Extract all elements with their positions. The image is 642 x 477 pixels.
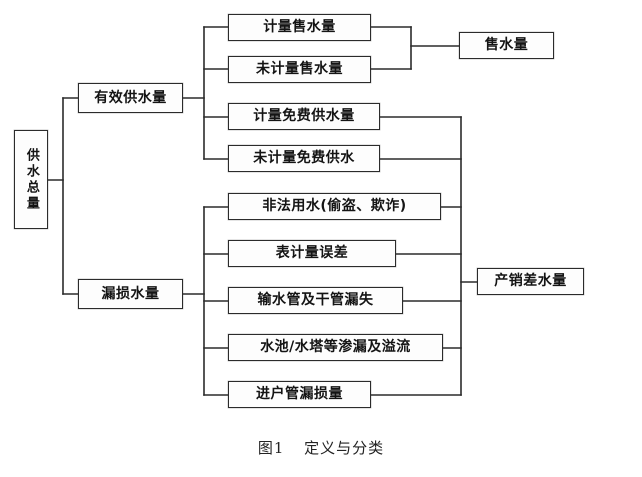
node-nrw-water[interactable]: 产销差水量	[477, 268, 584, 295]
node-sold-water[interactable]: 售水量	[459, 32, 554, 59]
node-service-pipe-loss[interactable]: 进户管漏损量	[228, 381, 371, 408]
figure-caption-title: 定义与分类	[304, 439, 385, 457]
node-illegal-use-label: 非法用水(偷盗、欺诈)	[262, 198, 407, 215]
node-illegal-use[interactable]: 非法用水(偷盗、欺诈)	[228, 193, 441, 220]
node-total-supply-label: 供水总量	[23, 147, 39, 212]
node-meter-error-label: 表计量误差	[275, 245, 349, 262]
node-unmetered-free-label: 未计量免费供水	[253, 150, 355, 167]
node-metered-free-label: 计量免费供水量	[253, 108, 355, 125]
node-loss-water-label: 漏损水量	[101, 285, 160, 302]
node-tank-tower-leak[interactable]: 水池/水塔等渗漏及溢流	[228, 334, 443, 361]
node-nrw-water-label: 产销差水量	[494, 273, 567, 290]
node-unmetered-sold-label: 未计量售水量	[256, 61, 343, 78]
node-metered-sold-label: 计量售水量	[263, 19, 336, 36]
node-meter-error[interactable]: 表计量误差	[228, 240, 396, 267]
figure-caption: 图1 定义与分类	[0, 437, 642, 458]
node-main-pipe-leak[interactable]: 输水管及干管漏失	[228, 287, 403, 314]
node-loss-water[interactable]: 漏损水量	[78, 279, 183, 309]
figure-caption-label: 图1	[257, 439, 285, 457]
node-sold-water-label: 售水量	[484, 37, 529, 54]
node-metered-sold[interactable]: 计量售水量	[228, 14, 371, 41]
node-metered-free[interactable]: 计量免费供水量	[228, 103, 380, 130]
node-effective-supply[interactable]: 有效供水量	[78, 83, 183, 113]
node-service-pipe-loss-label: 进户管漏损量	[256, 386, 343, 403]
node-unmetered-sold[interactable]: 未计量售水量	[228, 56, 371, 83]
node-main-pipe-leak-label: 输水管及干管漏失	[257, 292, 374, 309]
node-tank-tower-leak-label: 水池/水塔等渗漏及溢流	[260, 339, 411, 356]
node-effective-supply-label: 有效供水量	[94, 89, 167, 106]
node-unmetered-free[interactable]: 未计量免费供水	[228, 145, 380, 172]
node-total-supply[interactable]: 供水总量	[14, 130, 48, 229]
